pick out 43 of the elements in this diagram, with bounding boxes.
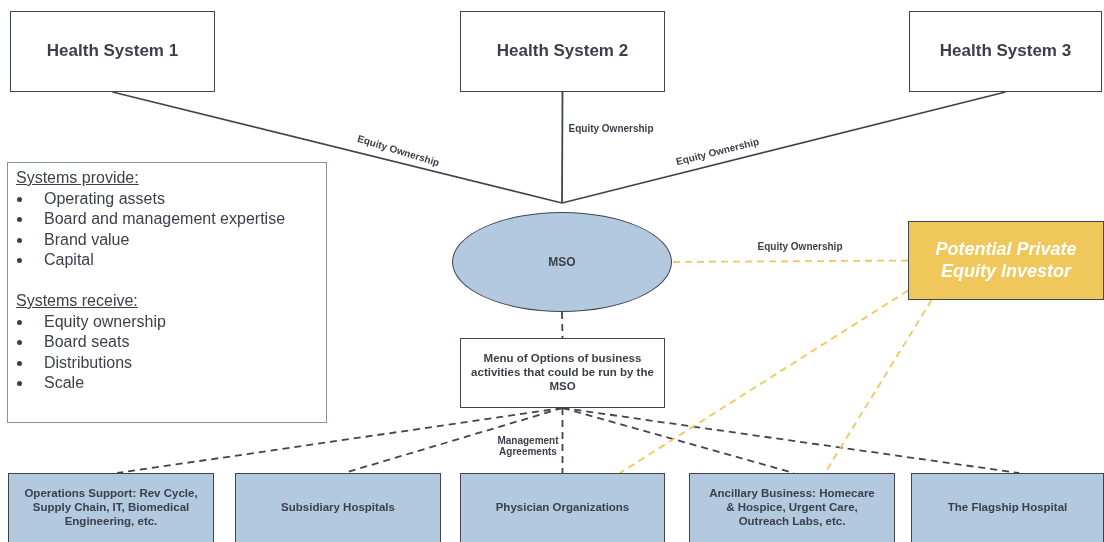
activity-box	[460, 473, 665, 542]
list-heading: Systems provide:	[16, 168, 140, 188]
system-box	[460, 11, 665, 92]
node-label: Health System 2	[496, 41, 629, 62]
node-label: Menu of Options of business activities that could be run by the MSO	[470, 352, 655, 394]
node-label: Health System 1	[46, 41, 179, 62]
system-box	[10, 11, 215, 92]
menu-box	[460, 338, 665, 408]
notes-box	[7, 162, 327, 423]
activity-box	[8, 473, 214, 542]
bullet-item: Scale	[44, 374, 85, 392]
node-label: Health System 3	[939, 41, 1072, 62]
connector-line	[111, 91, 563, 204]
bullet-item: Distributions	[44, 353, 133, 371]
node-label: Subsidiary Hospitals	[281, 501, 395, 515]
node-label: The Flagship Hospital	[947, 501, 1068, 515]
bullet-item: Operating assets	[44, 189, 165, 207]
activity-box	[235, 473, 441, 542]
edge-label: Equity Ownership	[566, 122, 656, 134]
bullet-item: Capital	[44, 251, 94, 269]
node-label: Ancillary Business: Homecare & Hospice, Urgent Care, Outreach Labs, etc.	[708, 487, 876, 529]
bullet-item: Board seats	[44, 333, 130, 351]
node-label: MSO	[548, 254, 576, 270]
list-heading: Systems receive:	[16, 290, 139, 311]
connector-line	[561, 91, 564, 204]
connector-line	[561, 91, 1007, 204]
bullet-item: Brand value	[44, 230, 130, 248]
activity-box	[911, 473, 1104, 542]
dashed-connector	[619, 289, 909, 474]
node-label: Potential Private Equity Investor	[934, 238, 1078, 283]
dashed-connector	[561, 311, 564, 339]
dashed-connector	[671, 259, 909, 263]
investor-box	[908, 221, 1104, 300]
system-box	[909, 11, 1102, 92]
edge-label: Management Agreements	[495, 435, 561, 457]
activity-box	[689, 473, 895, 542]
node-label: Operations Support: Rev Cycle, Supply Chain, IT, Biomedical Engineering, etc.	[23, 487, 199, 529]
node-label: Physician Organizations	[495, 501, 630, 515]
bullet-item: Equity ownership	[44, 312, 166, 330]
dashed-connector	[561, 407, 564, 474]
dashed-connector	[561, 407, 1020, 474]
edge-label: Equity Ownership	[755, 240, 845, 252]
bullet-item: Board and management expertise	[44, 210, 286, 228]
